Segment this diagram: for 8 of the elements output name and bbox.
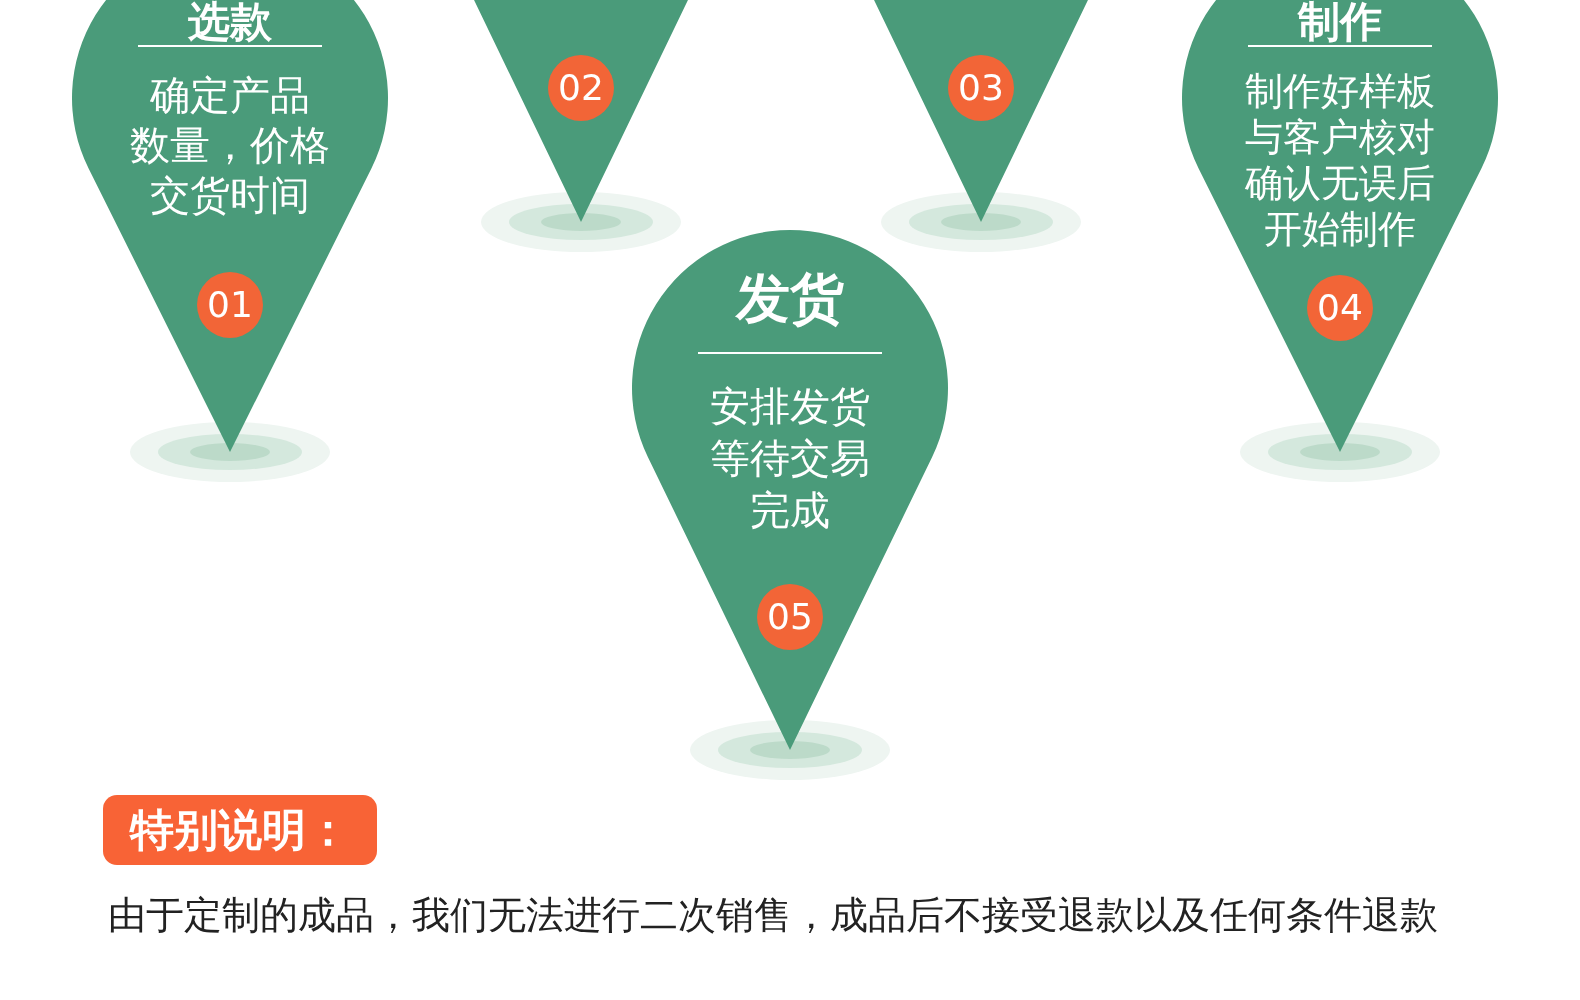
note-paragraph: 由于定制的成品，我们无法进行二次销售，成品后不接受退款以及任何条件退款 xyxy=(108,892,1439,939)
note-heading: 特别说明： xyxy=(103,795,377,865)
pin-description: 制作好样板与客户核对确认无误后开始制作 xyxy=(1244,68,1436,252)
pin-heading: 选款 xyxy=(187,0,273,47)
pin-description: 安排发货等待交易完成 xyxy=(709,382,871,535)
pin-heading: 发货 xyxy=(734,268,845,331)
pin-heading: 制作 xyxy=(1296,0,1383,47)
pin-description: 确定产品数量，价格交货时间 xyxy=(129,71,331,220)
